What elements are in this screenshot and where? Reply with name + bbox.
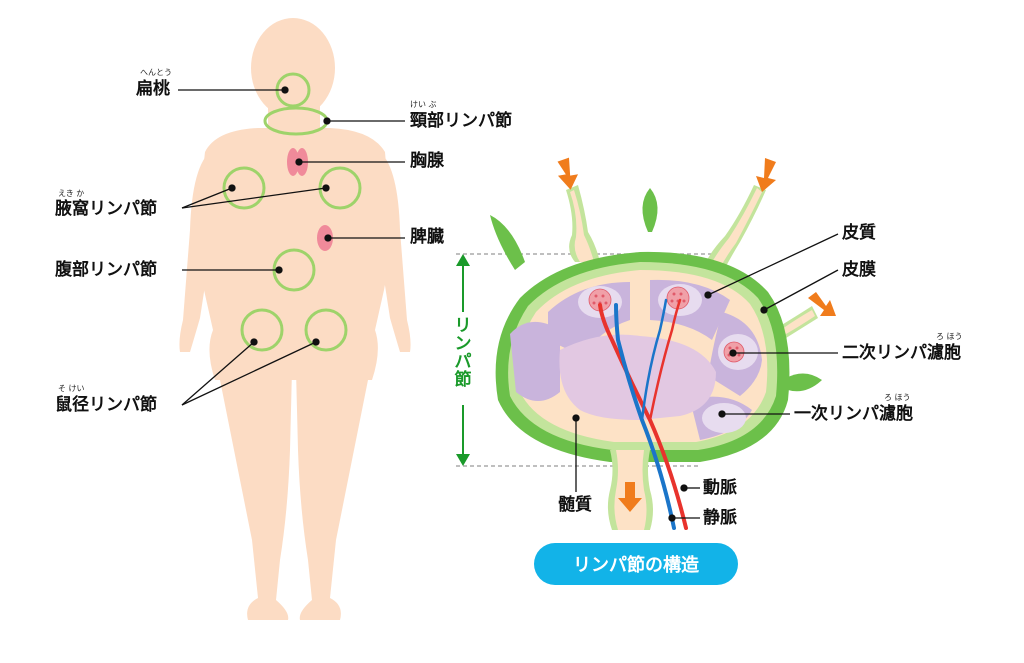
lymph-node-vertical-label: リンパ節 [454,316,472,390]
axillary-left-ring [222,166,266,210]
capsule-label: 皮膜 [842,260,876,280]
inguinal-ruby: そ けい [58,384,85,393]
primary-follicle-label: 一次リンパ濾胞 [794,404,913,424]
measure-arrow [456,254,470,466]
vein-label: 静脈 [703,508,737,528]
tonsil-label: 扁桃 [136,79,170,99]
spleen-label: 脾臓 [410,227,444,247]
afferent-vessel-buds [490,188,822,392]
thymus-label: 胸腺 [410,151,444,171]
node-leader-lines [572,233,839,522]
inguinal-right-ring [304,308,348,352]
cervical-ruby: けい ぶ [410,100,437,109]
afferent-vessels [566,185,818,338]
body-leader-lines [178,86,405,406]
axillary-label: 腋窩リンパ節 [55,199,157,219]
abdominal-label: 腹部リンパ節 [55,260,157,280]
tonsil-ruby: へんとう [140,68,172,77]
medulla-label: 髄質 [558,495,592,515]
inguinal-left-ring [240,308,284,352]
secondary-follicle-ruby: ろ ほう [936,332,963,341]
blood-vessels [598,298,688,530]
cervical-label: 頸部リンパ節 [410,111,512,131]
axillary-right-ring [318,166,362,210]
cortex-label: 皮質 [842,223,876,243]
lymph-flow-arrows [557,157,836,512]
artery-label: 動脈 [703,478,737,498]
caption-badge: リンパ節の構造 [534,543,738,585]
secondary-follicle-label: 二次リンパ濾胞 [842,343,961,363]
inguinal-label: 鼠径リンパ節 [55,395,157,415]
axillary-ruby: えき か [58,189,85,198]
primary-follicle-ruby: ろ ほう [884,393,911,402]
